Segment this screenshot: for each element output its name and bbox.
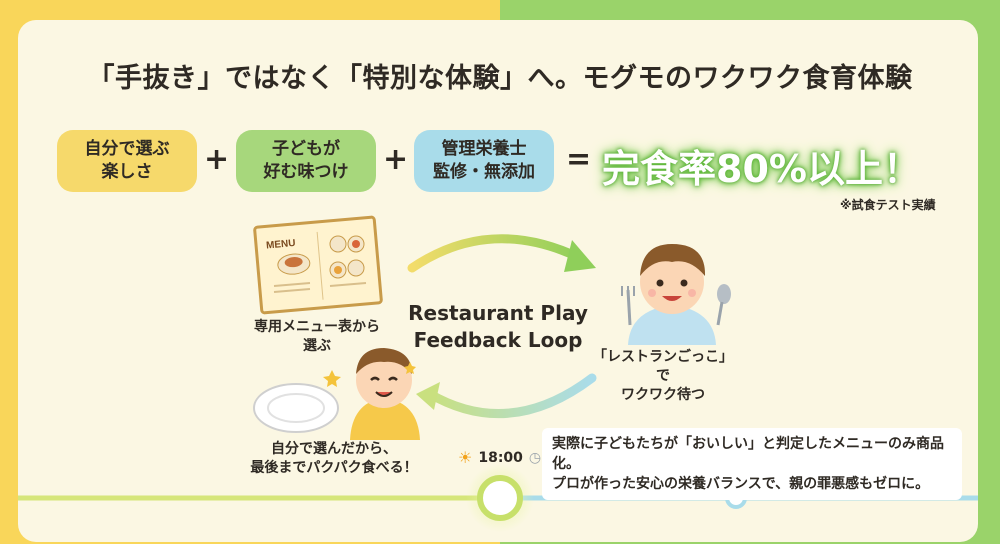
- pill-line: 自分で選ぶ: [84, 139, 170, 159]
- svg-text:MENU: MENU: [266, 238, 296, 252]
- timeline-current-marker: [477, 475, 523, 521]
- caption-line: 最後までパクパク食べる！: [250, 460, 418, 476]
- message-line: プロが作った安心の栄養バランスで、親の罪悪感もゼロに。: [552, 476, 930, 492]
- menu-title: MENU: [266, 238, 296, 252]
- completion-rate-result: 完食率80%以上！: [602, 147, 921, 191]
- message-line: 実際に子どもたちが「おいしい」と判定したメニューのみ商品化。: [552, 436, 944, 472]
- equals-sign: =: [566, 142, 592, 177]
- caption-line: ワクワク待つ: [621, 387, 705, 403]
- benefit-pill-choose: 自分で選ぶ楽しさ: [57, 130, 197, 192]
- plus-sign: +: [204, 142, 230, 177]
- caption-line: 自分で選んだから、: [271, 441, 397, 457]
- sun-icon: ☀: [458, 448, 473, 467]
- pill-line: 子どもが: [272, 139, 340, 159]
- benefit-pill-taste: 子どもが好む味つけ: [236, 130, 376, 192]
- loop-label: Restaurant Play Feedback Loop: [398, 300, 598, 354]
- clock-icon: ◷: [528, 449, 542, 466]
- test-note: ※試食テスト実績: [840, 198, 936, 212]
- caption-line: 専用メニュー表から: [254, 319, 380, 335]
- benefit-pill-nutrition: 管理栄養士監修・無添加: [414, 130, 554, 192]
- loop-label-line-1: Restaurant Play: [408, 301, 588, 325]
- child-waiting-illustration: [621, 244, 731, 345]
- pill-line: 管理栄養士: [441, 139, 527, 159]
- caption-line: 選ぶ: [303, 338, 331, 354]
- loop-arrow-bottom: [416, 373, 597, 419]
- page-title: 「手抜き」ではなく「特別な体験」へ。モグモのワクワク食育体験: [87, 63, 913, 94]
- child-eating-illustration: [323, 348, 420, 440]
- pill-line: 好む味つけ: [263, 162, 349, 182]
- loop-arrow-top: [407, 234, 596, 273]
- step-menu-caption: 専用メニュー表から 選ぶ: [232, 318, 402, 356]
- caption-line: 「レストランごっこ」で: [593, 349, 733, 384]
- loop-label-line-2: Feedback Loop: [413, 328, 583, 352]
- step-eat-caption: 自分で選んだから、 最後までパクパク食べる！: [236, 440, 432, 478]
- plus-sign: +: [383, 142, 409, 177]
- timeline-time: ☀ 18:00 ◷: [458, 448, 541, 467]
- time-label: 18:00: [478, 449, 523, 466]
- pill-line: 楽しさ: [101, 162, 153, 182]
- step-play-caption: 「レストランごっこ」で ワクワク待つ: [588, 348, 738, 405]
- timeline-message: 実際に子どもたちが「おいしい」と判定したメニューのみ商品化。 プロが作った安心の…: [542, 428, 962, 500]
- menu-illustration: MENU: [253, 215, 383, 315]
- empty-plate-illustration: [253, 383, 339, 433]
- pill-line: 監修・無添加: [433, 162, 535, 182]
